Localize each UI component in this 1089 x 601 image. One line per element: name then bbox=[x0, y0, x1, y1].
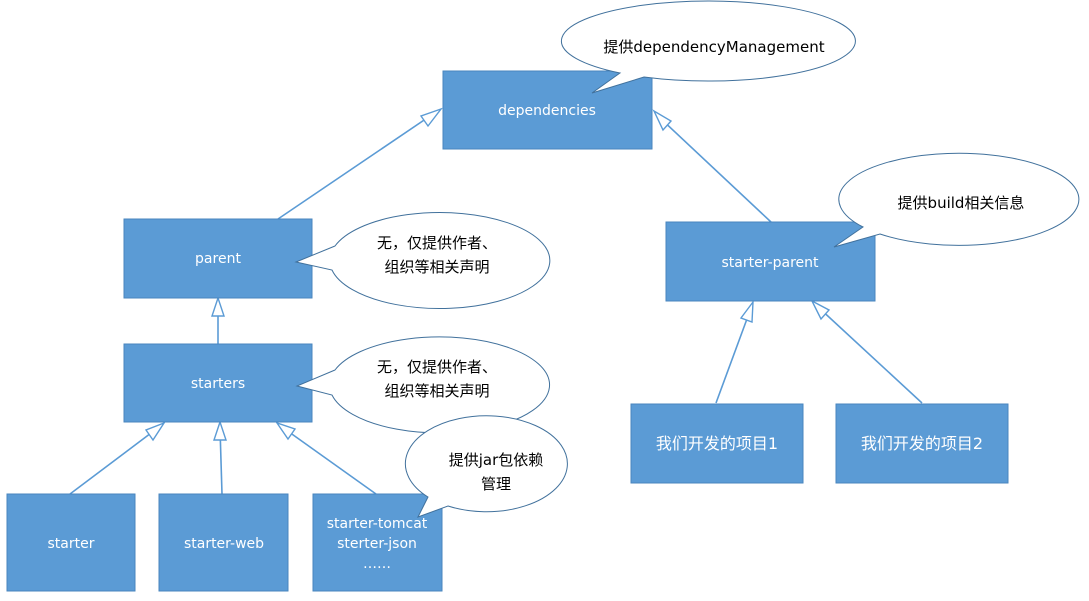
node-starter-group-line-2: sterter-json bbox=[337, 536, 417, 552]
callout-dependencies-bubble bbox=[561, 0, 856, 94]
nodes: dependencies parent starters starter sta… bbox=[6, 70, 1009, 592]
node-dependencies-label: dependencies bbox=[498, 103, 596, 119]
node-starter[interactable]: starter bbox=[6, 493, 136, 592]
node-project2-label: 我们开发的项目2 bbox=[861, 434, 983, 453]
callout-jar-line-1: 提供jar包依赖 bbox=[449, 451, 544, 469]
callout-jar: 提供jar包依赖 管理 bbox=[404, 415, 568, 518]
edge-project1-to-starter-parent bbox=[715, 299, 754, 404]
node-starter-parent[interactable]: starter-parent bbox=[665, 221, 876, 302]
callout-jar-line-2: 管理 bbox=[481, 475, 511, 493]
edge-parent-to-dependencies bbox=[277, 107, 443, 220]
node-parent-label: parent bbox=[195, 251, 241, 267]
callout-build: 提供build相关信息 bbox=[833, 152, 1080, 248]
node-starters[interactable]: starters bbox=[123, 343, 313, 423]
edge-project2-to-starter-parent bbox=[810, 299, 923, 404]
callout-dependencies-line-1: 提供dependencyManagement bbox=[603, 38, 824, 56]
edge-starters-to-parent bbox=[211, 295, 225, 344]
callout-parent-bubble bbox=[294, 212, 551, 310]
callout-parent-line-2: 组织等相关声明 bbox=[384, 258, 489, 276]
node-project2[interactable]: 我们开发的项目2 bbox=[835, 403, 1009, 484]
node-project1[interactable]: 我们开发的项目1 bbox=[630, 403, 804, 484]
callout-build-line-1: 提供build相关信息 bbox=[898, 194, 1025, 212]
edges bbox=[69, 107, 923, 495]
node-starter-group-line-1: starter-tomcat bbox=[327, 516, 428, 532]
node-parent[interactable]: parent bbox=[123, 218, 313, 299]
node-starter-web[interactable]: starter-web bbox=[158, 493, 289, 592]
callout-parent-line-1: 无，仅提供作者、 bbox=[377, 234, 497, 252]
node-starter-label: starter bbox=[48, 536, 95, 552]
callout-build-bubble bbox=[833, 152, 1080, 248]
node-project1-label: 我们开发的项目1 bbox=[656, 434, 778, 453]
callout-starters-line-2: 组织等相关声明 bbox=[384, 382, 489, 400]
node-starter-web-label: starter-web bbox=[184, 536, 264, 552]
callouts: 提供dependencyManagement 无，仅提供作者、 组织等相关声明 … bbox=[294, 0, 1080, 518]
node-starter-parent-label: starter-parent bbox=[721, 255, 819, 271]
node-starter-group-line-3: …… bbox=[363, 556, 391, 572]
edge-starter-to-starters bbox=[69, 421, 166, 495]
callout-parent: 无，仅提供作者、 组织等相关声明 bbox=[294, 212, 551, 310]
callout-dependencies: 提供dependencyManagement bbox=[561, 0, 856, 94]
node-starter-group[interactable]: starter-tomcat sterter-json …… bbox=[312, 493, 443, 592]
edge-starter-web-to-starters bbox=[213, 419, 227, 495]
edge-starter-group-to-starters bbox=[275, 421, 377, 495]
edge-starter-parent-to-dependencies bbox=[652, 109, 772, 223]
callout-starters-bubble bbox=[295, 336, 551, 434]
callout-starters-line-1: 无，仅提供作者、 bbox=[377, 358, 497, 376]
callout-jar-bubble bbox=[404, 415, 568, 518]
node-starters-label: starters bbox=[191, 376, 245, 392]
callout-starters: 无，仅提供作者、 组织等相关声明 bbox=[295, 336, 551, 434]
